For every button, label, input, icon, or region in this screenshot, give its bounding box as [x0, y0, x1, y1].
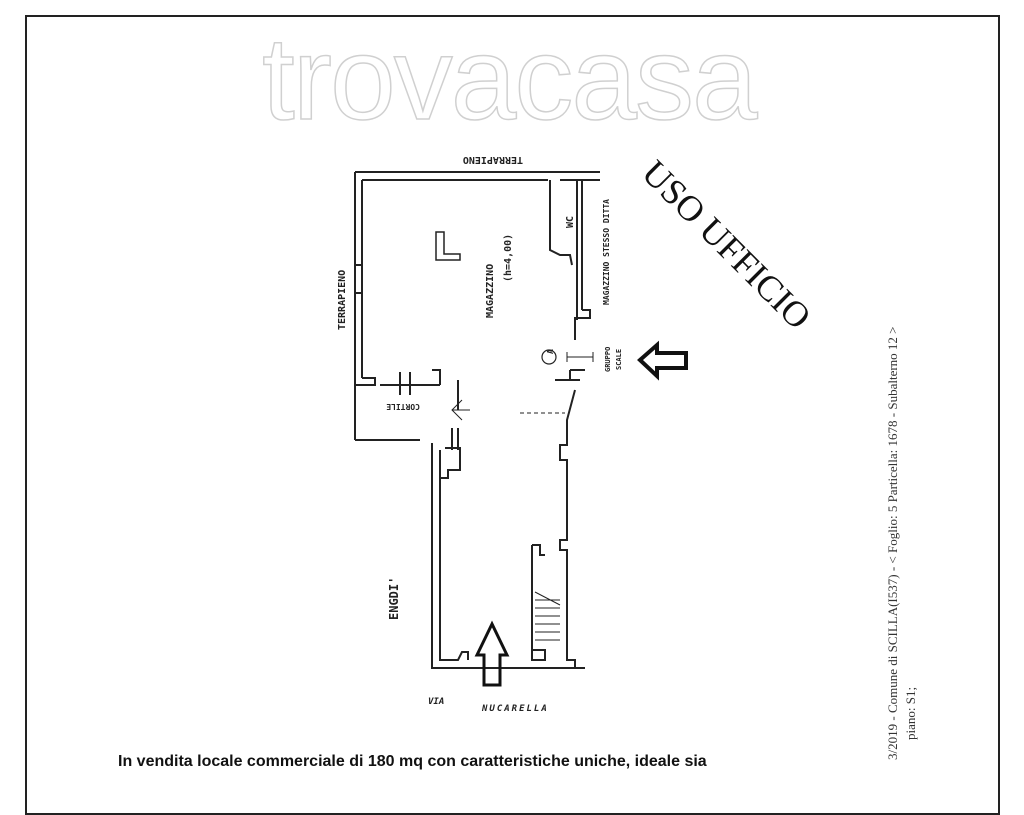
wall-cortile — [354, 377, 420, 441]
small-arrow-icon — [451, 399, 470, 421]
stair-treads — [534, 591, 561, 641]
cadastral-floor: piano: S1; — [903, 686, 918, 740]
label-street: NUCARELLA — [481, 704, 549, 714]
door-jamb — [451, 380, 459, 450]
wall-left — [354, 172, 363, 385]
stair-wall — [531, 544, 546, 661]
watermark: trovacasa — [261, 13, 758, 145]
window-left — [354, 264, 363, 294]
label-magazzino-ditta: MAGAZZINO STESSO DITTA — [602, 199, 611, 305]
entrance-arrow-left-icon — [637, 340, 688, 381]
stamp-uso-ufficio: USO UFFICIO — [634, 152, 819, 337]
wall-notch — [440, 447, 461, 479]
marker-circle — [541, 349, 557, 365]
entrance-arrow-up-icon — [474, 620, 510, 687]
label-gruppo: GRUPPO — [604, 347, 612, 372]
label-wc: WC — [565, 216, 576, 228]
wall-right-lower — [559, 389, 576, 668]
label-scale: SCALE — [615, 349, 623, 370]
label-terrapieno-top: TERRAPIENO — [463, 154, 523, 165]
wall-wc — [549, 180, 573, 266]
label-cortile: CORTILE — [386, 402, 420, 411]
label-terrapieno-left: TERRAPIENO — [337, 270, 348, 330]
label-magazzino: MAGAZZINO — [485, 264, 496, 318]
wall-divider — [380, 369, 441, 395]
label-eredi: ENGDI' — [387, 577, 401, 620]
room-symbol — [435, 231, 461, 261]
wall-stair-entry — [555, 369, 585, 381]
floor-plan: TERRAPIENO TERRAPIENO MAGAZZINO (h=4,00)… — [337, 152, 819, 714]
listing-caption: In vendita locale commerciale di 180 mq … — [118, 753, 707, 770]
wall-lower-left — [431, 443, 585, 669]
label-marker: A — [546, 349, 555, 354]
label-via: VIA — [428, 697, 444, 707]
cadastral-reference: 3/2019 - Comune di SCILLA(I537) - < Fogl… — [885, 326, 900, 760]
wall-right-upper — [574, 180, 591, 340]
wall-top — [355, 171, 600, 181]
label-height: (h=4,00) — [503, 234, 514, 282]
